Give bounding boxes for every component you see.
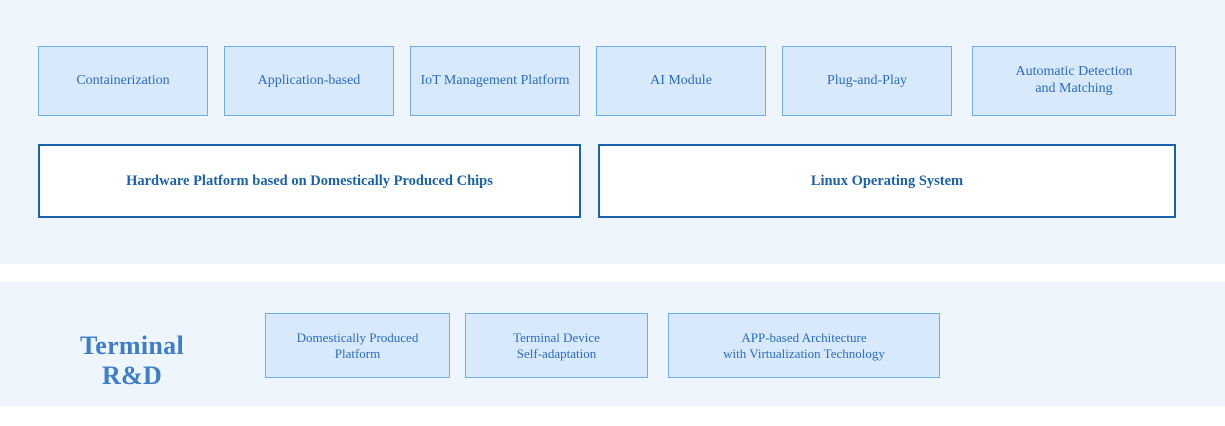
section-title-terminal-rd: Terminal R&D bbox=[79, 331, 184, 390]
terminal-card-domestically-produced-platform[interactable]: Domestically Produced Platform bbox=[265, 313, 450, 378]
feature-card-label: Containerization bbox=[76, 72, 170, 88]
feature-card-label: AI Module bbox=[650, 72, 712, 88]
feature-card-containerization[interactable]: Containerization bbox=[38, 46, 208, 116]
platform-box-hardware-platform[interactable]: Hardware Platform based on Domestically … bbox=[38, 144, 581, 218]
feature-card-plug-and-play[interactable]: Plug-and-Play bbox=[782, 46, 952, 116]
platform-box-label: Hardware Platform based on Domestically … bbox=[126, 172, 493, 189]
feature-card-label: Application-based bbox=[257, 72, 361, 88]
feature-card-iot-management-platform[interactable]: IoT Management Platform bbox=[410, 46, 580, 116]
feature-card-ai-module[interactable]: AI Module bbox=[596, 46, 766, 116]
feature-card-automatic-detection-and-matching[interactable]: Automatic Detection and Matching bbox=[972, 46, 1176, 116]
terminal-card-terminal-device-self-adaptation[interactable]: Terminal Device Self-adaptation bbox=[465, 313, 648, 378]
terminal-card-label: Terminal Device Self-adaptation bbox=[513, 329, 600, 361]
terminal-card-label: APP-based Architecture with Virtualizati… bbox=[723, 329, 885, 361]
platform-box-linux-operating-system[interactable]: Linux Operating System bbox=[598, 144, 1176, 218]
terminal-card-label: Domestically Produced Platform bbox=[296, 329, 419, 361]
feature-card-label: IoT Management Platform bbox=[420, 72, 570, 88]
feature-card-label: Automatic Detection and Matching bbox=[1015, 64, 1133, 96]
feature-card-label: Plug-and-Play bbox=[826, 72, 908, 88]
terminal-card-app-based-architecture[interactable]: APP-based Architecture with Virtualizati… bbox=[668, 313, 940, 378]
feature-card-application-based[interactable]: Application-based bbox=[224, 46, 394, 116]
top-section-panel: Containerization Application-based IoT M… bbox=[0, 0, 1225, 264]
platform-box-label: Linux Operating System bbox=[810, 172, 964, 189]
